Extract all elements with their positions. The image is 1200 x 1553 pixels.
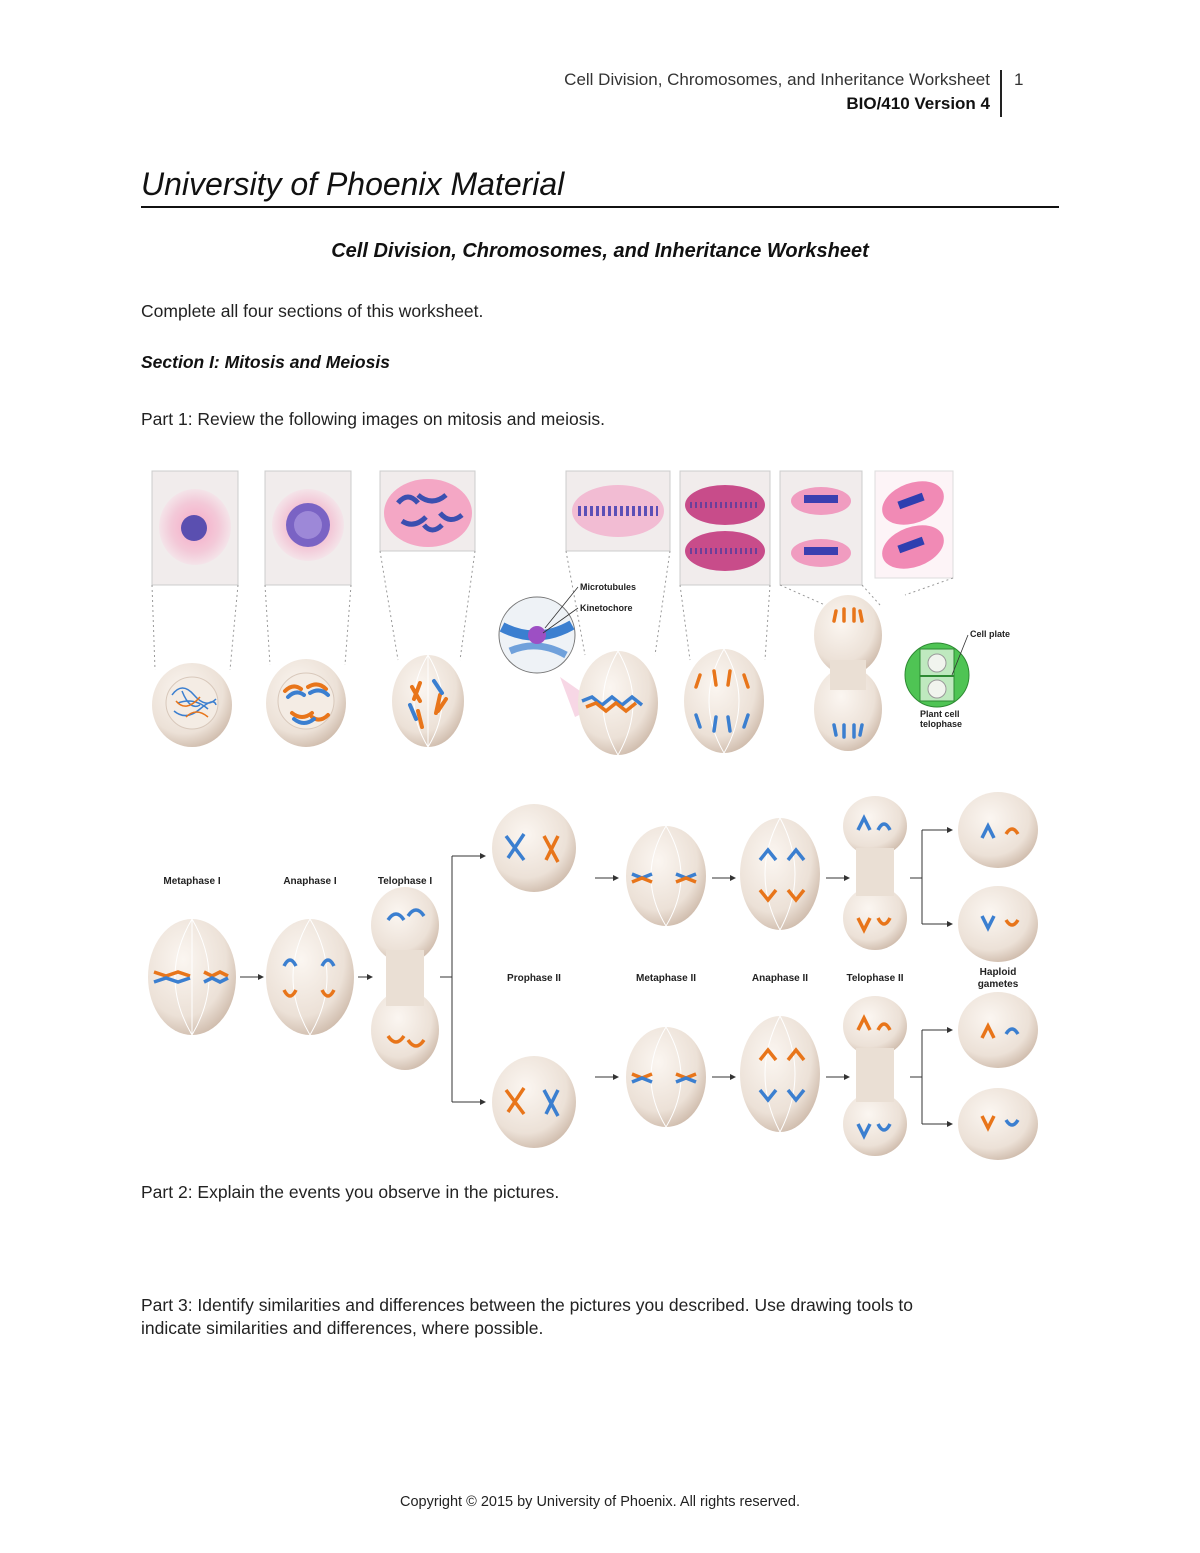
label-microtubules: Microtubules	[580, 582, 636, 592]
cell-metaphase	[578, 650, 658, 756]
micrograph-cytokinesis	[874, 470, 954, 579]
branch-connector	[440, 853, 486, 1105]
branch-top	[910, 827, 953, 927]
plant-cell-telophase	[904, 634, 970, 708]
label-anaphase-2: Anaphase II	[752, 973, 808, 984]
micrograph-telophase	[779, 470, 863, 586]
cell-telophase	[814, 595, 882, 751]
cell-prophase-2-bottom	[492, 1056, 576, 1148]
cell-prometaphase	[392, 654, 464, 748]
kinetochore-callouts	[542, 586, 579, 634]
cell-prophase-2-top	[492, 804, 576, 892]
label-telophase-plant: telophase	[920, 719, 962, 729]
header-divider	[1000, 70, 1002, 117]
part-3-text-line-1: Part 3: Identify similarities and differ…	[141, 1295, 914, 1315]
meiosis-figure: Metaphase I Anaphase I Telophase I Proph…	[148, 792, 1038, 1160]
cell-anaphase-1	[266, 918, 354, 1036]
instructions-text: Complete all four sections of this works…	[141, 301, 484, 321]
part-2-text: Part 2: Explain the events you observe i…	[141, 1182, 560, 1202]
label-metaphase-1: Metaphase I	[163, 876, 220, 887]
cell-telophase-2-top	[843, 796, 907, 950]
part-1-text: Part 1: Review the following images on m…	[141, 409, 605, 429]
micrograph-prophase	[264, 470, 352, 586]
cell-metaphase-1	[148, 918, 236, 1036]
label-telophase-2: Telophase II	[846, 973, 903, 984]
label-cell-plate: Cell plate	[970, 629, 1010, 639]
cell-prophase	[266, 659, 346, 747]
cell-metaphase-2-bottom	[626, 1026, 706, 1128]
copyright-footer: Copyright © 2015 by University of Phoeni…	[400, 1494, 800, 1510]
branch-bottom	[910, 1027, 953, 1127]
organization-title: University of Phoenix Material	[141, 166, 565, 202]
gamete-4	[958, 1088, 1038, 1160]
cell-telophase-2-bottom	[843, 996, 907, 1156]
cell-interphase	[152, 663, 232, 747]
cell-metaphase-2-top	[626, 825, 706, 927]
label-gametes: gametes	[978, 979, 1019, 990]
section-1-heading: Section I: Mitosis and Meiosis	[141, 352, 390, 372]
label-haploid: Haploid	[980, 967, 1017, 978]
title-rule	[141, 206, 1059, 208]
mitosis-figure: Microtubules Kinetochore Cell plate Plan…	[151, 470, 1010, 756]
header-doc-title: Cell Division, Chromosomes, and Inherita…	[564, 70, 990, 89]
label-anaphase-1: Anaphase I	[283, 876, 337, 887]
label-kinetochore: Kinetochore	[580, 603, 633, 613]
cell-anaphase-2-bottom	[740, 1015, 820, 1133]
cell-anaphase-2-top	[740, 817, 820, 931]
part-3-text-line-2: indicate similarities and differences, w…	[141, 1318, 544, 1338]
micrograph-prometaphase	[379, 470, 476, 552]
header-version: BIO/410 Version 4	[846, 94, 990, 113]
label-plant-cell: Plant cell	[920, 709, 960, 719]
leader-lines	[151, 550, 954, 671]
micrograph-metaphase	[565, 470, 671, 552]
gamete-1	[958, 792, 1038, 868]
worksheet-title: Cell Division, Chromosomes, and Inherita…	[331, 240, 869, 262]
gamete-2	[958, 886, 1038, 962]
micrograph-anaphase	[679, 470, 771, 586]
label-prophase-2: Prophase II	[507, 973, 561, 984]
label-telophase-1: Telophase I	[378, 876, 432, 887]
cell-anaphase	[684, 648, 764, 754]
kinetochore-inset	[498, 596, 600, 717]
micrograph-interphase	[151, 470, 239, 586]
cell-telophase-1	[371, 887, 439, 1070]
gamete-3	[958, 992, 1038, 1068]
page-number: 1	[1014, 70, 1024, 89]
label-metaphase-2: Metaphase II	[636, 973, 696, 984]
